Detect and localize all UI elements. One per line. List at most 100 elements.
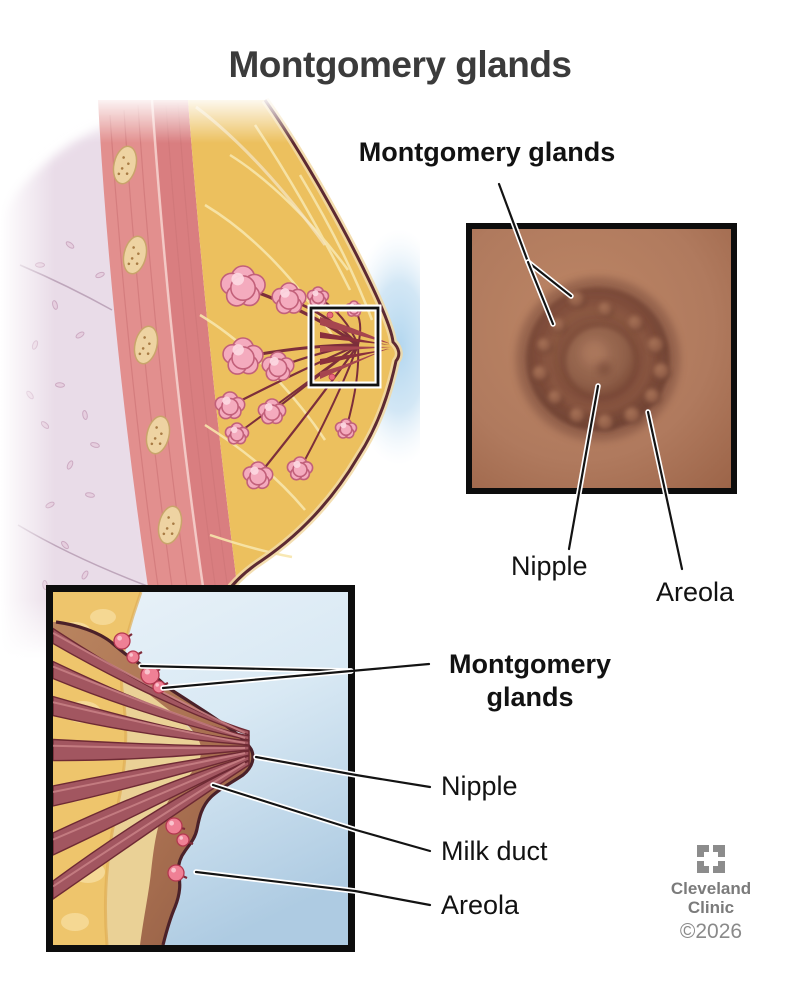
lobule-highlight <box>312 290 319 297</box>
milk-duct <box>299 344 359 470</box>
lobule-highlight <box>293 460 301 469</box>
milk-duct-strand <box>53 750 250 807</box>
lobule-highlight <box>222 396 231 405</box>
tissue-speck <box>85 492 95 498</box>
tissue-speck <box>75 331 85 339</box>
milk-duct-strand <box>53 738 250 762</box>
montgomery-bump <box>644 388 662 405</box>
bump <box>569 407 585 423</box>
bump <box>532 365 548 381</box>
tissue-speck <box>95 271 105 279</box>
nipple-cross-section-image <box>46 585 355 952</box>
rib-dot <box>167 516 170 519</box>
gland-highlight <box>144 669 150 675</box>
gland-sac <box>152 680 166 694</box>
areola-illustration <box>472 229 731 488</box>
strand-body <box>53 750 250 807</box>
cleveland-clinic-branding: Cleveland Clinic ©2026 <box>650 845 772 944</box>
milk-duct <box>229 343 359 407</box>
rib-dot <box>122 156 125 159</box>
milk-duct-strand <box>53 759 250 900</box>
montgomery-gland <box>126 650 143 664</box>
muscle-band <box>98 100 213 653</box>
gland-sac <box>113 632 131 650</box>
label-milk-duct-inset-view: Milk duct <box>441 836 548 866</box>
lobule-cluster <box>220 265 266 307</box>
tissue-speck <box>61 540 69 550</box>
strand-body <box>53 759 250 900</box>
strand-body <box>53 755 250 856</box>
nipple-cross-section-illustration <box>53 592 348 945</box>
bump <box>627 315 643 331</box>
brand-line1: Cleveland <box>670 879 752 898</box>
montgomery-bump <box>624 407 643 425</box>
rib <box>122 235 148 275</box>
bump <box>598 302 612 316</box>
strand-body <box>53 738 250 762</box>
montgomery-gland <box>167 864 188 882</box>
label-montgomery-line2: glands <box>486 682 574 712</box>
tissue-speck <box>55 382 65 388</box>
lobule-cluster <box>242 461 274 490</box>
strand-highlight <box>53 701 246 744</box>
mammary-lobules <box>214 265 364 490</box>
areola-closeup-image <box>466 223 737 494</box>
rib-dot <box>135 262 139 265</box>
strand-highlight <box>53 665 246 739</box>
gland-sac <box>165 817 183 835</box>
lobule-cluster <box>306 286 330 307</box>
montgomery-gland-bumps <box>532 291 672 432</box>
cleveland-clinic-logo-icon <box>697 845 725 873</box>
inset-indicator-square <box>307 304 382 389</box>
label-nipple-inset-view: Nipple <box>441 771 518 801</box>
gland-sac <box>167 864 185 882</box>
rib-dot <box>153 437 157 440</box>
rib-dot <box>172 522 175 526</box>
strand-highlight <box>53 762 246 888</box>
gland-highlight <box>129 653 133 657</box>
rib-dot <box>130 257 134 260</box>
milk-duct-strand <box>53 755 250 856</box>
label-areola-areola-view: Areola <box>656 577 735 607</box>
cleveland-clinic-name: Cleveland Clinic <box>650 879 772 917</box>
fade-left <box>0 95 55 660</box>
strand-highlight <box>53 752 246 793</box>
rib-dot <box>146 352 150 355</box>
rib-dot <box>162 532 166 536</box>
lobule-cluster <box>261 351 295 382</box>
montgomery-bump <box>627 315 645 332</box>
lobule-cluster <box>334 418 358 439</box>
muscle-band-deep <box>152 100 246 653</box>
rib-dot <box>150 442 154 446</box>
nipple-duct-bundle <box>320 307 391 387</box>
gland-highlight <box>179 836 183 840</box>
gland-highlight <box>171 867 176 873</box>
fade-top <box>0 95 420 143</box>
label-montgomery-line1: Montgomery <box>449 649 611 679</box>
milk-duct-strands <box>53 627 250 900</box>
label-montgomery-glands-inset-view: Montgomery glands <box>430 648 630 714</box>
rib-dot <box>117 172 121 176</box>
page-title: Montgomery glands <box>228 44 572 85</box>
rib-dot <box>143 336 146 339</box>
rib <box>133 325 159 365</box>
rib-dot <box>127 262 131 266</box>
label-montgomery-glands-areola-view: Montgomery glands <box>358 137 616 167</box>
bump <box>568 291 584 307</box>
tissue-speck <box>81 570 89 580</box>
rib <box>112 145 138 185</box>
montgomery-gland <box>176 833 194 847</box>
lobule-highlight <box>231 272 245 286</box>
milk-duct <box>257 344 359 477</box>
montgomery-bump <box>548 390 565 406</box>
nipple-highlight <box>582 341 606 365</box>
montgomery-bump <box>653 363 672 381</box>
montgomery-bump <box>537 338 554 354</box>
gland-sac <box>176 833 190 847</box>
lobule-cluster <box>222 337 264 375</box>
lobule-cluster <box>286 456 314 481</box>
lobule-cluster <box>271 282 307 315</box>
rib-dot <box>155 426 158 429</box>
montgomery-gland <box>165 817 186 835</box>
